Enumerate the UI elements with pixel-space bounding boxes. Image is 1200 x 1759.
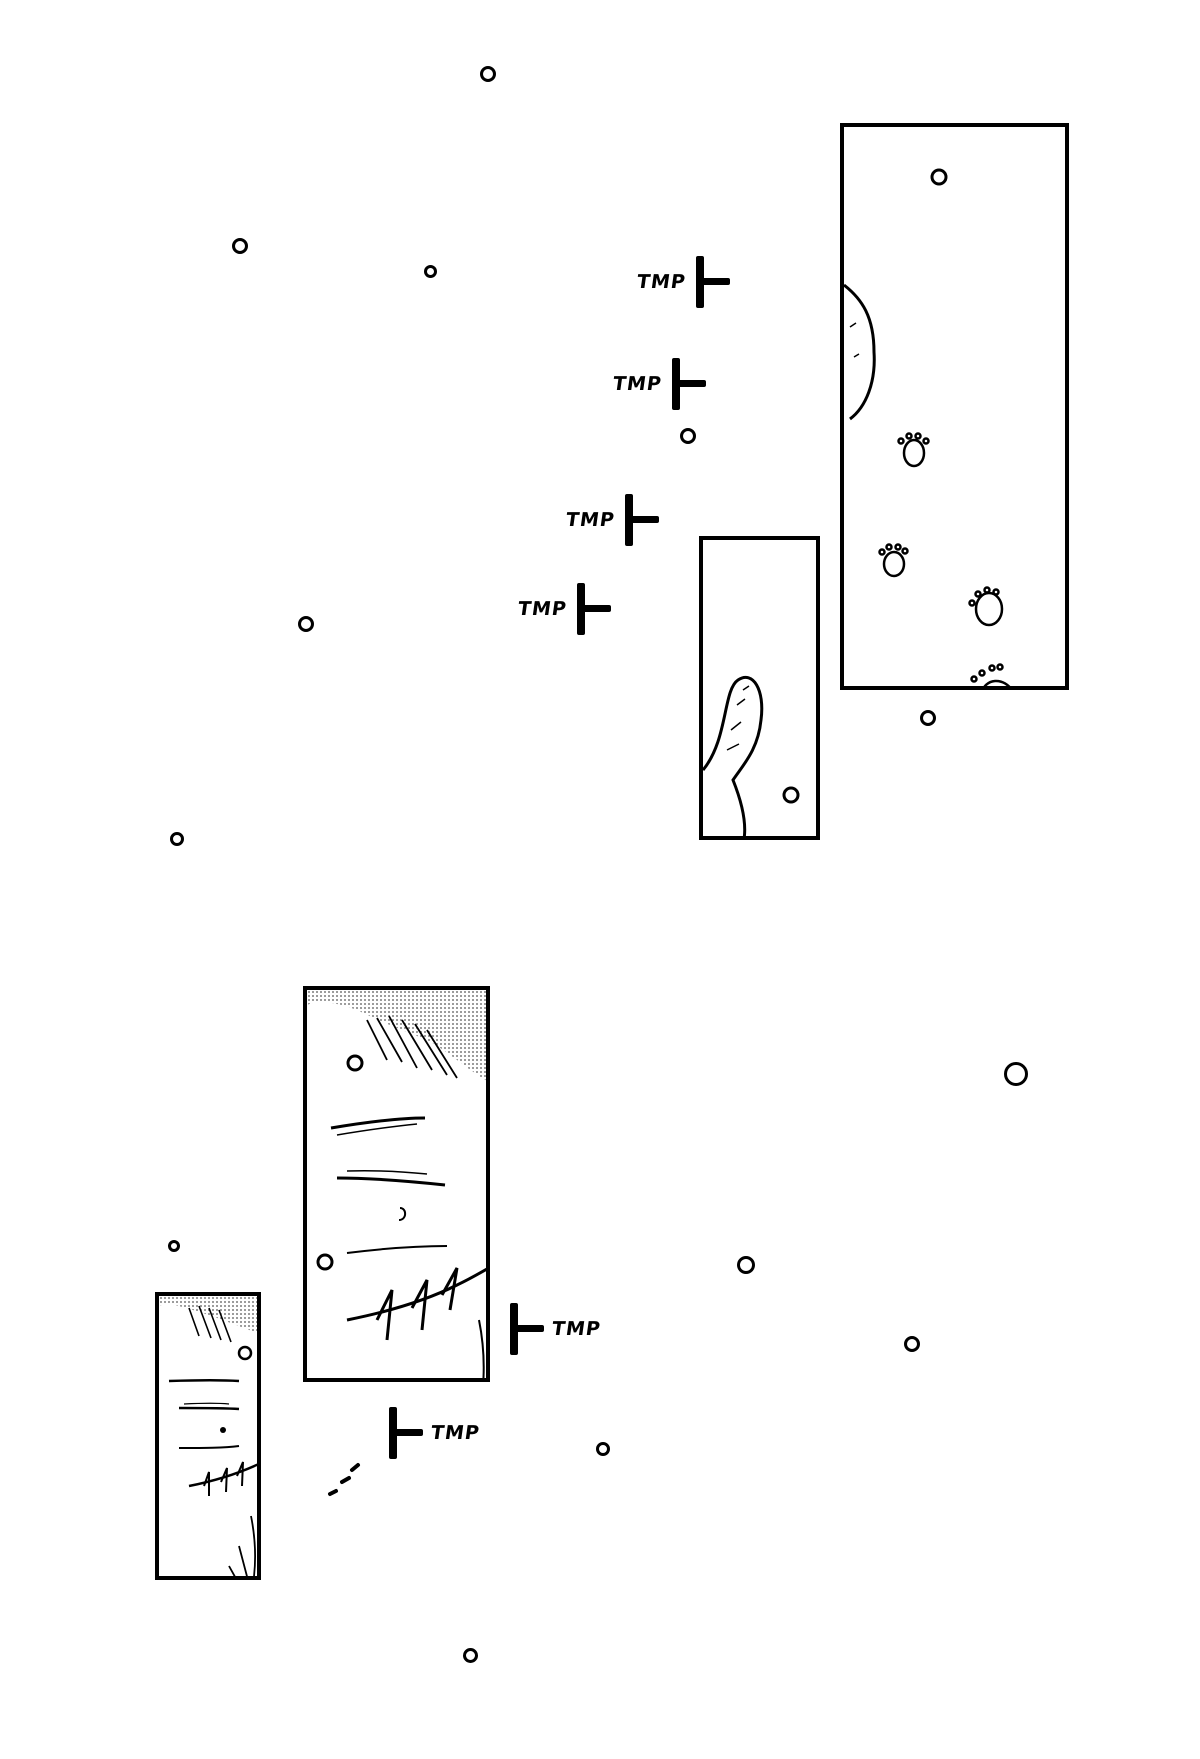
sfx-text: TMP [611,373,664,395]
sfx-tmp: TMP [564,494,661,546]
sfx-text: TMP [516,598,569,620]
panel-art [844,168,1011,686]
snowflake [298,616,314,632]
sfx-stroke-icon [506,1303,546,1355]
snowflake [737,1256,755,1274]
panel-art [307,990,486,1378]
panel-art [159,1296,257,1576]
snowflake [424,265,437,278]
sfx-stroke-icon [573,583,613,635]
snowflake [904,1336,920,1352]
panel-paw-prints [840,123,1069,690]
sfx-tmp: TMP [516,583,613,635]
sfx-text: TMP [550,1318,603,1340]
sfx-tmp: TMP [635,256,732,308]
snowflake [232,238,248,254]
sfx-stroke-icon [692,256,732,308]
snowflake [680,428,696,444]
snowflake [480,66,496,82]
snowflake [168,1240,180,1252]
snowflake [170,832,184,846]
snowflake [1004,1062,1028,1086]
snowflake [920,710,936,726]
sfx-tmp: TMP [506,1303,603,1355]
panel-face-closeup [303,986,490,1382]
panel-art [703,676,800,836]
snowflake [596,1442,610,1456]
sfx-tmp: TMP [611,358,708,410]
sfx-text: TMP [429,1422,482,1444]
sfx-stroke-icon [668,358,708,410]
panel-face-small [155,1292,261,1580]
sfx-tmp: TMP [385,1407,482,1459]
sfx-text: TMP [564,509,617,531]
snowflake [463,1648,478,1663]
sfx-stroke-icon [385,1407,425,1459]
panel-tail [699,536,820,840]
sfx-text: TMP [635,271,688,293]
sfx-stroke-icon [621,494,661,546]
